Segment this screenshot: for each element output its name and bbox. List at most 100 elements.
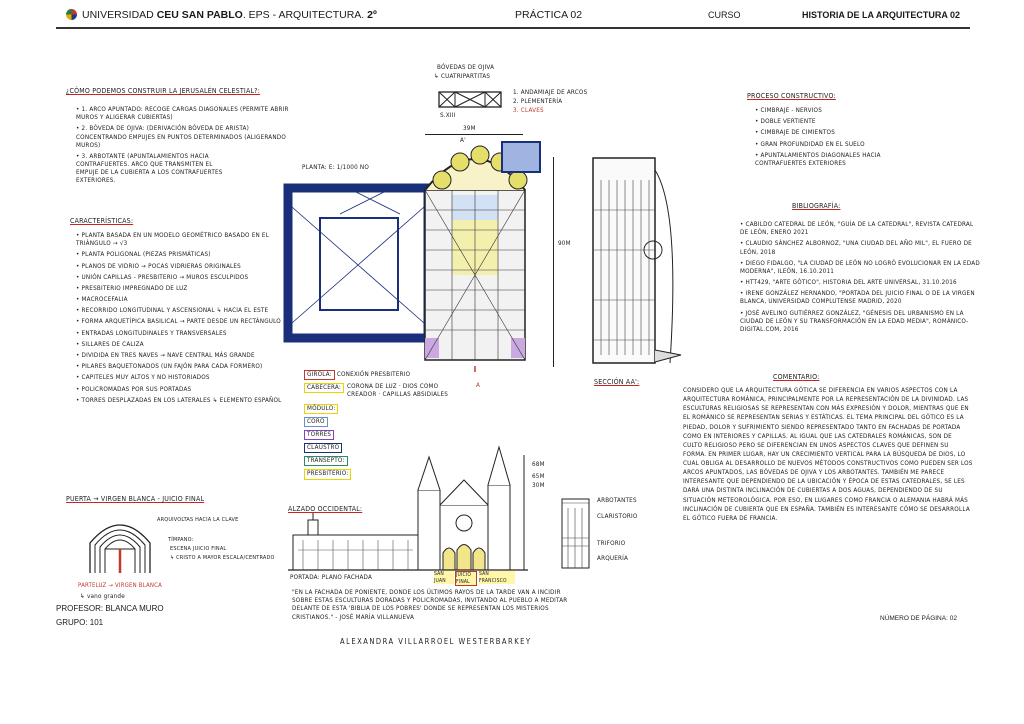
proceso-item: • Apuntalamientos diagonales hacia contr… xyxy=(755,151,881,167)
width-dimension: 39m xyxy=(463,125,476,132)
bibliografia-title: Bibliografía: xyxy=(792,202,841,210)
bibliografia-item: • Diego Fidalgo, "La ciudad de León no l… xyxy=(740,259,980,275)
vault-diagram xyxy=(438,91,502,108)
header-divider xyxy=(56,27,970,29)
university-title: UNIVERSIDAD CEU SAN PABLO. EPS - ARQUITE… xyxy=(82,9,377,21)
parteluz-label: Parteluz → Virgen Blanca xyxy=(78,582,162,589)
question-item: • 1. Arco apuntado: recoge cargas diagon… xyxy=(76,106,289,122)
university-logo xyxy=(66,9,77,20)
course-label: CURSO xyxy=(708,10,741,20)
question-item: • 3. Arbotante (apuntalamientos hacia co… xyxy=(76,152,223,185)
caracteristica-item: • Unión capillas - presbiterio → muros e… xyxy=(76,273,249,281)
bay-label-triforio: TRIFORIO xyxy=(597,540,626,547)
caracteristica-item: • Pilares baquetonados (un fajón para ca… xyxy=(76,363,263,371)
bibliografia-item: • Irene González Hernando, "Portada del … xyxy=(740,290,975,306)
comentario-section: Comentario: Considero que la arquitectur… xyxy=(683,373,973,523)
portal-san-juan: SAN JUAN xyxy=(434,571,454,584)
cabecera-text: Corona de luz · Dios como creador · Capi… xyxy=(347,383,449,399)
proceso-item: • Cimbraje - nervios xyxy=(755,107,822,115)
alzado-label: ALZADO OCCIDENTAL: xyxy=(288,505,363,513)
caracteristica-item: • Sillares de caliza xyxy=(76,340,144,348)
comentario-title: Comentario: xyxy=(773,373,820,381)
height-30m: 30m xyxy=(532,482,545,489)
legend-tag: CLAUSTRO xyxy=(304,443,343,454)
caracteristicas-section: Características: • Planta basada en un m… xyxy=(70,217,285,408)
course-name: HISTORIA DE LA ARQUITECTURA 02 xyxy=(802,10,961,20)
height-65m: 65m xyxy=(532,473,545,480)
caracteristica-item: • Capiteles muy altos y no historiados xyxy=(76,374,210,382)
bay-label-arbotantes: ARBOTANTES xyxy=(597,497,637,504)
question-section: ¿Cómo podemos construir la Jerusalén Cel… xyxy=(66,87,301,189)
vano-label: ↳ vano grande xyxy=(80,593,125,600)
portal-juicio-final: JUICIO FINAL xyxy=(455,571,477,586)
caracteristica-item: • Dividida en tres naves → nave central … xyxy=(76,351,255,359)
quote: "En la fachada de poniente, donde los úl… xyxy=(292,589,568,621)
bibliografia-item: • Cabildo Catedral de León, "Guía de la … xyxy=(740,221,974,237)
caracteristica-item: • Recorrido longitudinal y ascensional ↳… xyxy=(76,307,269,315)
portada-label: PORTADA: PLANO FACHADA xyxy=(290,574,373,581)
legend-tag: TRANSEPTO: xyxy=(304,456,348,467)
profesor: PROFESOR: BLANCA MURO xyxy=(56,604,164,613)
bibliografia-item: • José Avelino Gutiérrez González, "Géne… xyxy=(740,309,969,333)
cuatripartitas-label: ↳ Cuatripartitas xyxy=(434,73,491,80)
caracteristica-item: • Presbiterio impregnado de luz xyxy=(76,284,188,292)
siglo-label: S.XIII xyxy=(440,112,456,119)
legend-tag: MÓDULO: xyxy=(304,403,339,414)
section-mark-bottom: A xyxy=(476,382,481,389)
bovedas-label: Bóvedas de ojiva xyxy=(437,64,495,71)
bay-label-claristorio: CLARISTORIO xyxy=(597,513,638,520)
caracteristica-item: • Macrocefalia xyxy=(76,296,128,304)
university-bold: CEU SAN PABLO xyxy=(156,9,243,21)
seccion-label: SECCIÓN AA': xyxy=(594,378,640,386)
caracteristica-item: • Forma arquetípica basilical → parte de… xyxy=(76,318,281,326)
university-prefix: UNIVERSIDAD xyxy=(82,9,157,21)
bay-section-drawing xyxy=(561,498,590,569)
width-dimension-line xyxy=(425,134,523,135)
question-title: ¿Cómo podemos construir la Jerusalén Cel… xyxy=(66,87,261,95)
proceso-title: Proceso constructivo: xyxy=(747,92,836,100)
proceso-item: • Doble vertiente xyxy=(755,118,816,126)
bibliografia-item: • Claudio Sánchez Albornoz, "Una ciudad … xyxy=(740,240,972,256)
portal-drawing xyxy=(89,524,151,573)
vault-legend-3: 3. Claves xyxy=(513,107,544,114)
section-mark-top: A' xyxy=(460,137,466,144)
cristo-label: ↳ Cristo a mayor escala/centrado xyxy=(170,555,275,561)
comentario-text: Considero que la arquitectura gótica se … xyxy=(683,387,973,522)
puerta-section: Puerta → Virgen Blanca - Juicio Final xyxy=(66,495,204,504)
page-number: NÚMERO DE PÁGINA: 02 xyxy=(880,615,957,622)
section-drawing xyxy=(592,157,682,364)
cabecera-tag: CABECERA: xyxy=(304,383,344,394)
portal-san-francisco: SAN FRANCISCO xyxy=(479,571,515,584)
escena-label: Escena juicio final xyxy=(170,546,227,552)
timpano-label: Tímpano: xyxy=(168,537,194,543)
author-name: ALEXANDRA VILLARROEL WESTERBARKEY xyxy=(340,637,532,646)
legend-tag: TORRES xyxy=(304,429,335,441)
height-dimension: 90m xyxy=(558,240,571,247)
girola-tag: GIROLA: xyxy=(304,370,335,381)
bay-label-arqueria: ARQUERÍA xyxy=(597,555,629,562)
legend-tags: GIROLA: Conexión presbiterio CABECERA:Co… xyxy=(304,370,454,483)
grupo: GRUPO: 101 xyxy=(56,618,104,627)
girola-text: Conexión presbiterio xyxy=(336,371,411,378)
caracteristica-item: • Policromadas por sus portadas xyxy=(76,385,192,393)
practice-title: PRÁCTICA 02 xyxy=(515,9,583,21)
bibliografia-item: • HTT429, "Arte gótico", Historia del ar… xyxy=(740,279,957,287)
legend-tag: PRESBITERIO: xyxy=(304,469,352,480)
legend-tag: CORO xyxy=(304,416,328,427)
vault-legend-1: 1. Andamiaje de arcos xyxy=(513,89,588,96)
vault-legend-2: 2. Plementería xyxy=(513,98,563,105)
caracteristica-item: • Planos de vidrio → pocas vidrieras ori… xyxy=(76,262,241,270)
facade-elevation xyxy=(288,445,528,571)
height-68m: 68m xyxy=(532,461,545,468)
caracteristicas-title: Características: xyxy=(70,217,134,225)
year: 2º xyxy=(367,9,377,21)
proceso-item: • Gran profundidad en el suelo xyxy=(755,140,865,148)
caracteristica-item: • Entradas longitudinales y transversale… xyxy=(76,329,227,337)
bibliografia-section: Bibliografía: • Cabildo Catedral de León… xyxy=(740,202,980,337)
proceso-item: • Cimbraje de cimientos xyxy=(755,129,835,137)
puerta-title: Puerta → Virgen Blanca - Juicio Final xyxy=(66,495,205,503)
floor-plan-drawing xyxy=(283,141,541,372)
school: . EPS - ARQUITECTURA. xyxy=(242,9,368,21)
caracteristica-item: • Torres desplazadas en los laterales ↳ … xyxy=(76,396,282,404)
caracteristica-item: • Planta poligonal (piezas prismáticas) xyxy=(76,251,211,259)
